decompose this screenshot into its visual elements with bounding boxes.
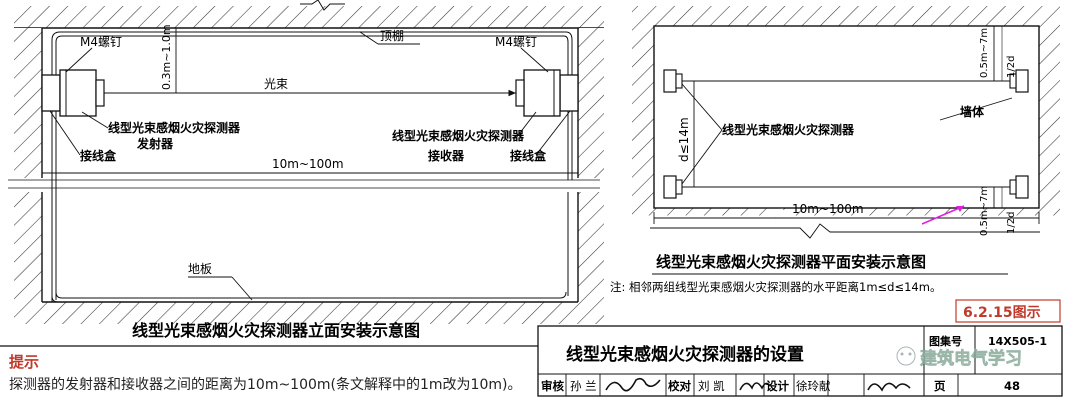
check-signature (739, 382, 771, 391)
plan-distance-label: 10m~100m (792, 202, 864, 216)
beam-label: 光束 (264, 77, 288, 91)
receiver-sub-label: 接收器 (428, 148, 465, 163)
title-block: 线型光束感烟火灾探测器的设置 图集号 14X505-1 审核 孙 兰 校对 刘 … (0, 325, 1063, 397)
design-signature (867, 382, 911, 392)
transmitter-sub-label: 发射器 (136, 136, 174, 151)
atlas-no: 14X505-1 (988, 335, 1047, 348)
plan-gap-top-alt-label: 1/2d (1006, 56, 1017, 78)
figure-ref-box (955, 299, 1061, 323)
design-label: 设计 (766, 379, 789, 393)
junction-box-label-left: 接线盒 (80, 148, 117, 163)
plan-gap-top-label: 0.5m~7m (979, 28, 990, 78)
plan-note: 注: 相邻两组线型光束感烟火灾探测器的水平距离1m≤d≤14m。 (610, 280, 941, 294)
screw-label-right: M4螺钉 (495, 35, 537, 49)
title-block-main: 线型光束感烟火灾探测器的设置 (566, 344, 804, 365)
plan-title: 线型光束感烟火灾探测器平面安装示意图 (656, 253, 926, 271)
plan-detector-bl (663, 175, 683, 199)
screw-label-left: M4螺钉 (80, 35, 122, 49)
plan-detector-br (1009, 175, 1029, 199)
plan-room (653, 25, 1040, 209)
plan-detector-tl (663, 69, 683, 93)
right-wall-upper (578, 28, 604, 178)
plan-wall-label: 墙体 (960, 104, 985, 119)
page-label: 页 (934, 379, 946, 393)
watermark-text: 建筑电气学习 (920, 348, 1022, 369)
review-name: 孙 兰 (570, 379, 597, 393)
plan-detector-label: 线型光束感烟火灾探测器 (722, 122, 855, 137)
atlas-label: 图集号 (929, 334, 962, 348)
elevation-diagram: M4螺钉 M4螺钉 0.3m~1.0m 光束 顶棚 线型光束感烟火灾探测器 发射… (8, 0, 604, 340)
left-wall-lower (14, 192, 42, 302)
magenta-pointer (921, 205, 965, 225)
junction-box-label-right: 接线盒 (510, 148, 547, 163)
tip-title: 提示 (9, 353, 40, 371)
plan-gap-bottom-label: 0.5m~7m (979, 186, 990, 236)
watermark: 建筑电气学习 (896, 346, 1022, 369)
floor-slab (14, 302, 604, 324)
floor-label: 地板 (188, 262, 212, 276)
page-no: 48 (1004, 379, 1020, 393)
vertical-distance-label: 0.3m~1.0m (160, 24, 173, 90)
plan-spacing-label: d≤14m (677, 117, 691, 162)
plan-diagram: 0.5m~7m 1/2d 0.5m~7m 1/2d d≤14m 线型光束感烟火灾… (610, 6, 1062, 294)
receiver-label: 线型光束感烟火灾探测器 (392, 128, 525, 143)
check-name: 刘 凯 (698, 379, 725, 393)
check-label: 校对 (668, 379, 691, 393)
transmitter-body (59, 69, 97, 117)
design-name: 徐玲献 (796, 379, 831, 393)
distance-label: 10m~100m (272, 157, 344, 171)
tip-body: 探测器的发射器和接收器之间的距离为10m~100m(条文解释中的1m改为10m)… (9, 377, 522, 393)
elevation-title: 线型光束感烟火灾探测器立面安装示意图 (132, 321, 420, 340)
junction-box-left (41, 74, 61, 112)
transmitter-label: 线型光束感烟火灾探测器 (108, 120, 241, 135)
right-wall-lower (578, 192, 604, 302)
left-wall-upper (14, 28, 42, 178)
figure-ref: 6.2.15图示 (963, 305, 1041, 321)
review-label: 审核 (541, 379, 564, 393)
review-signature (605, 377, 661, 392)
ceiling-label: 顶棚 (380, 28, 404, 43)
junction-box-right (559, 74, 579, 112)
plan-gap-bottom-alt-label: 1/2d (1006, 212, 1017, 234)
receiver-body (523, 69, 561, 117)
ceiling-slab (14, 6, 604, 28)
